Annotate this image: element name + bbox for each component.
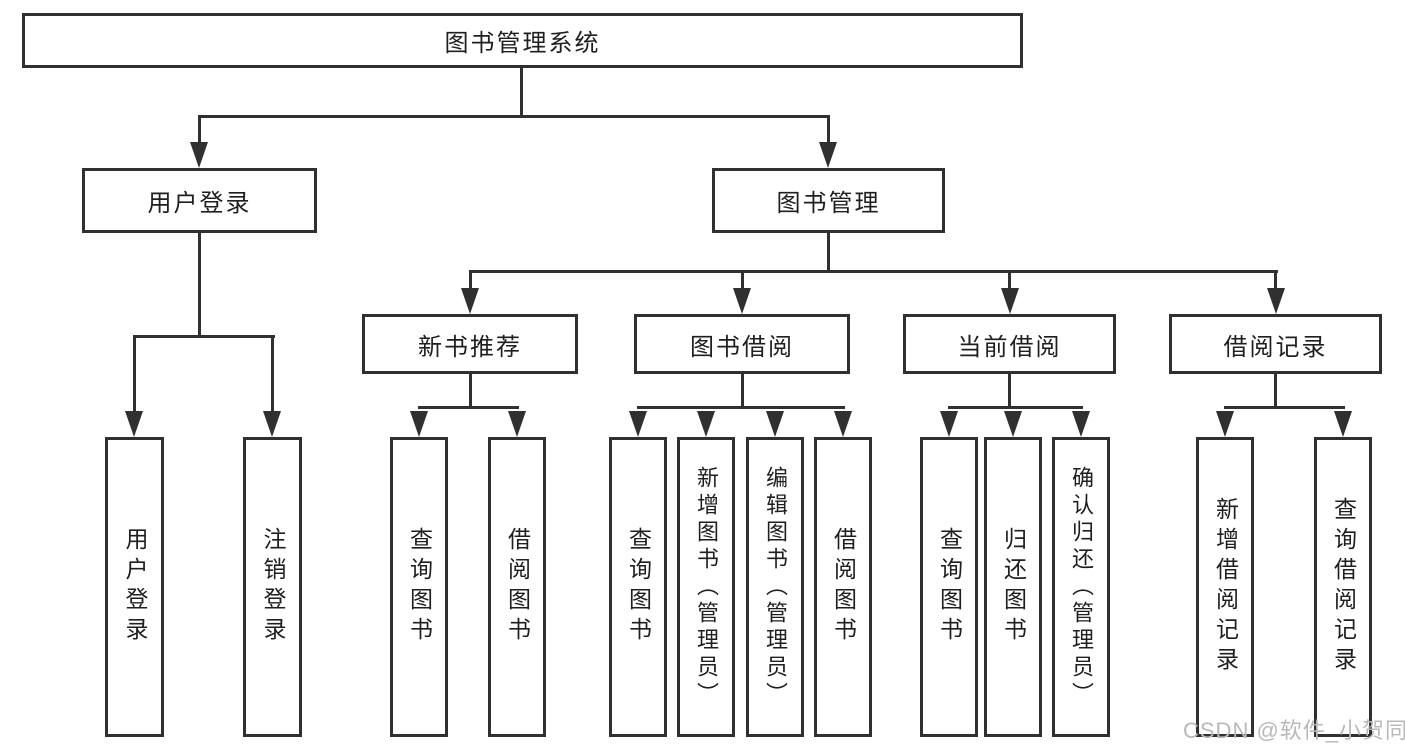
- node-leaf-add-borrow-record-label: 新增借阅记录: [1212, 497, 1239, 677]
- connector-recommend-bar: [418, 406, 519, 409]
- arrow-down-icon: [940, 411, 958, 437]
- connector-user-drop-right: [271, 335, 274, 411]
- node-root-label: 图书管理系统: [444, 30, 601, 57]
- connector-level2-stub-1: [469, 270, 472, 290]
- connector-recommend-stem: [469, 374, 472, 409]
- node-leaf-query-books-recommend-label: 查询图书: [406, 527, 433, 647]
- node-leaf-return-books: 归还图书: [984, 437, 1042, 737]
- node-leaf-query-books-current: 查询图书: [920, 437, 978, 737]
- node-current-borrowing: 当前借阅: [903, 314, 1116, 374]
- arrow-down-icon: [263, 411, 281, 437]
- node-leaf-query-borrow-record-label: 查询借阅记录: [1330, 497, 1357, 677]
- connector-level2-stub-2: [741, 270, 744, 290]
- node-leaf-add-books-admin: 新增图书（管理员）: [677, 437, 735, 737]
- arrow-down-icon: [190, 142, 208, 168]
- node-leaf-query-books-borrowing: 查询图书: [609, 437, 667, 737]
- node-new-book-recommendation-label: 新书推荐: [418, 333, 522, 361]
- connector-level2-stub-4: [1274, 270, 1277, 290]
- node-leaf-return-books-label: 归还图书: [1000, 527, 1027, 647]
- node-book-management-branch: 图书管理: [712, 168, 945, 233]
- arrow-down-icon: [1216, 411, 1234, 437]
- node-new-book-recommendation: 新书推荐: [362, 314, 578, 374]
- connector-user-stem: [198, 233, 201, 338]
- node-leaf-borrow-books-recommend: 借阅图书: [488, 437, 546, 737]
- node-book-management-branch-label: 图书管理: [776, 190, 881, 217]
- connector-root-stem: [520, 68, 523, 117]
- connector-current-stem: [1008, 374, 1011, 409]
- arrow-down-icon: [125, 411, 143, 437]
- arrow-down-icon: [819, 142, 837, 168]
- connector-borrowing-stem: [741, 374, 744, 409]
- connector-records-stem: [1274, 374, 1277, 409]
- connector-level1-stem-left: [198, 115, 201, 143]
- arrow-down-icon: [766, 411, 784, 437]
- arrow-down-icon: [508, 411, 526, 437]
- connector-records-bar: [1224, 406, 1345, 409]
- connector-level1-stem-right: [827, 115, 830, 143]
- node-leaf-user-login-label: 用户登录: [122, 527, 148, 647]
- arrow-down-icon: [629, 411, 647, 437]
- arrow-down-icon: [461, 288, 479, 314]
- arrow-down-icon: [834, 411, 852, 437]
- connector-current-bar: [948, 406, 1083, 409]
- arrow-down-icon: [1001, 288, 1019, 314]
- node-leaf-add-borrow-record: 新增借阅记录: [1196, 437, 1254, 737]
- node-book-borrowing-label: 图书借阅: [690, 333, 794, 361]
- node-user-login-branch: 用户登录: [82, 168, 317, 233]
- node-leaf-confirm-return-admin-label: 确认归还（管理员）: [1069, 465, 1094, 709]
- arrow-down-icon: [410, 411, 428, 437]
- connector-borrowing-bar: [637, 406, 845, 409]
- arrow-down-icon: [1072, 411, 1090, 437]
- node-leaf-edit-books-admin-label: 编辑图书（管理员）: [763, 465, 788, 709]
- node-user-login-branch-label: 用户登录: [147, 190, 252, 217]
- node-leaf-user-login: 用户登录: [105, 437, 164, 737]
- node-leaf-query-borrow-record: 查询借阅记录: [1314, 437, 1372, 737]
- connector-user-drop-left: [133, 335, 136, 411]
- node-leaf-edit-books-admin: 编辑图书（管理员）: [746, 437, 804, 737]
- arrow-down-icon: [733, 288, 751, 314]
- node-leaf-query-books-current-label: 查询图书: [936, 527, 963, 647]
- connector-level2-bar: [469, 270, 1278, 273]
- node-borrowing-records: 借阅记录: [1169, 314, 1382, 374]
- node-leaf-logout-label: 注销登录: [260, 527, 286, 647]
- arrow-down-icon: [1267, 288, 1285, 314]
- node-leaf-query-books-borrowing-label: 查询图书: [625, 527, 652, 647]
- node-leaf-borrow-books-borrowing: 借阅图书: [814, 437, 872, 737]
- connector-level1-bar: [198, 115, 830, 118]
- node-root-library-system: 图书管理系统: [22, 13, 1023, 68]
- connector-mgmt-stem: [827, 233, 830, 273]
- arrow-down-icon: [1004, 411, 1022, 437]
- node-leaf-add-books-admin-label: 新增图书（管理员）: [694, 465, 719, 709]
- node-leaf-query-books-recommend: 查询图书: [390, 437, 448, 737]
- node-leaf-borrow-books-borrowing-label: 借阅图书: [830, 527, 857, 647]
- connector-user-bar: [133, 335, 275, 338]
- node-current-borrowing-label: 当前借阅: [957, 333, 1062, 361]
- node-leaf-borrow-books-recommend-label: 借阅图书: [504, 527, 531, 647]
- node-borrowing-records-label: 借阅记录: [1223, 333, 1328, 361]
- node-leaf-logout: 注销登录: [243, 437, 302, 737]
- connector-level2-stub-3: [1008, 270, 1011, 290]
- node-leaf-confirm-return-admin: 确认归还（管理员）: [1052, 437, 1110, 737]
- node-book-borrowing: 图书借阅: [634, 314, 850, 374]
- arrow-down-icon: [1334, 411, 1352, 437]
- csdn-watermark: CSDN @软件_小贺同学: [1183, 718, 1405, 743]
- arrow-down-icon: [697, 411, 715, 437]
